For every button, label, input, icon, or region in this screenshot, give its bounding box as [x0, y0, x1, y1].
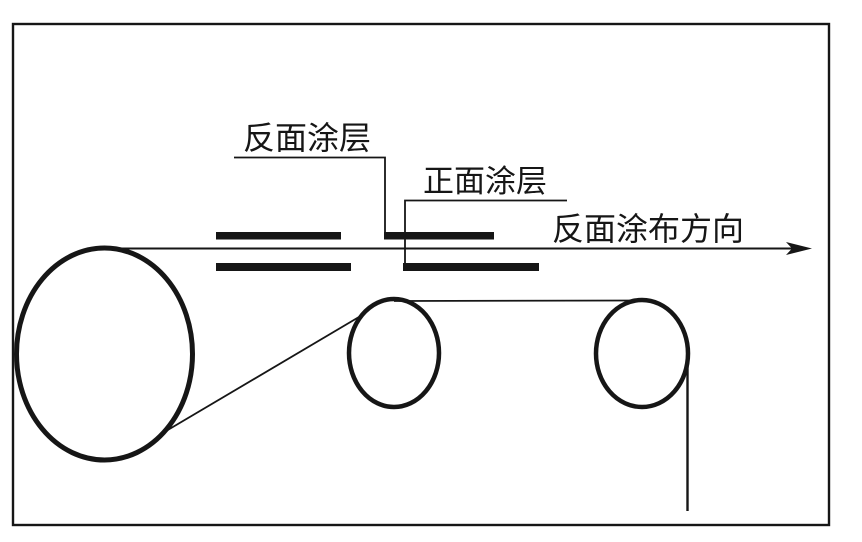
back-coating-segment-1	[216, 232, 341, 240]
back-coating-label: 反面涂层	[243, 120, 371, 156]
guide-roller-left	[346, 296, 442, 410]
web-top-segment	[393, 299, 644, 302]
front-coating-label: 正面涂层	[423, 164, 547, 199]
direction-arrowhead-icon	[786, 242, 812, 255]
front-coating-leader-line	[404, 199, 567, 266]
web-diagonal-segment	[160, 313, 365, 435]
front-coating-segment-2	[403, 263, 539, 271]
unwind-roll	[14, 245, 195, 463]
back-coating-segment-2	[384, 232, 494, 240]
coating-direction-label: 反面涂布方向	[552, 211, 744, 247]
diagram-border	[11, 22, 831, 527]
front-coating-segment-1	[216, 263, 351, 271]
back-coating-leader-line	[234, 156, 386, 235]
